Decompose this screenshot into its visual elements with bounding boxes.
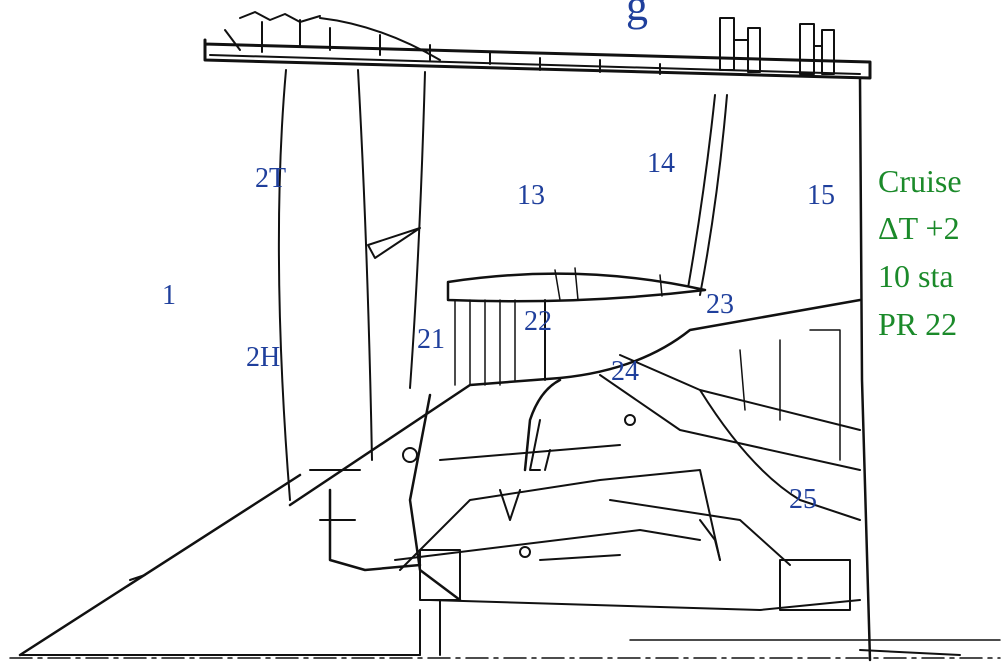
engine-centerline (9, 599, 1001, 659)
title-fragment: g (626, 0, 648, 30)
note-line: ΔT +2 (878, 210, 960, 246)
core-flow-path (288, 298, 862, 521)
station-label: 14 (647, 148, 675, 179)
station-label: 25 (789, 484, 817, 515)
station-label: 1 (162, 280, 176, 311)
station-label: 13 (517, 180, 545, 211)
outer-casing (203, 11, 872, 662)
note-line: PR 22 (878, 306, 958, 342)
station-label: 23 (706, 289, 734, 320)
splitter (446, 267, 707, 386)
station-label: 21 (417, 324, 445, 355)
note-line: 10 sta (878, 258, 954, 294)
bypass-vane (687, 94, 728, 296)
station-label: 2T (255, 163, 287, 194)
nose-cone (18, 473, 421, 657)
fan-blade (277, 69, 426, 501)
note-line: Cruise (878, 163, 962, 199)
station-label: 22 (524, 306, 552, 337)
station-label: 2H (246, 342, 281, 373)
hub-structure (309, 393, 861, 611)
station-label: 15 (807, 180, 835, 211)
station-label: 24 (611, 356, 639, 387)
